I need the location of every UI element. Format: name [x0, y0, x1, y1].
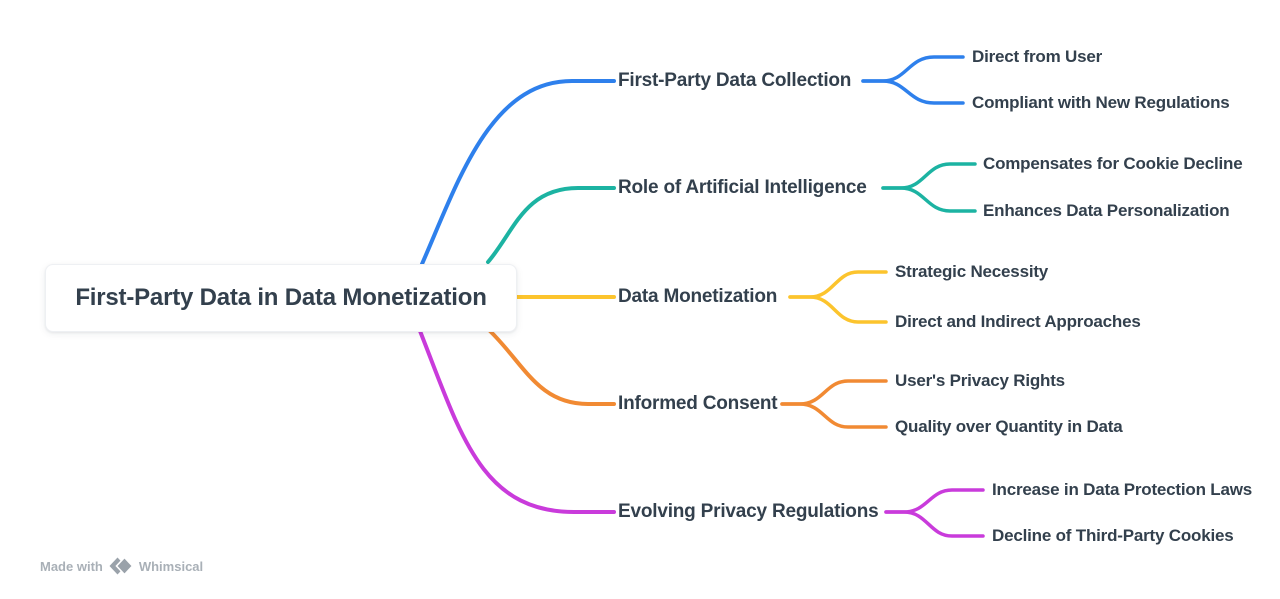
branch-node-informed-consent[interactable]: Informed Consent	[618, 393, 778, 414]
leaf-node-compliant-with-new-regulations[interactable]: Compliant with New Regulations	[972, 93, 1230, 112]
whimsical-logo-icon	[109, 556, 133, 576]
edge-branch-4-child-1	[884, 510, 985, 538]
branch-node-evolving-privacy-regulations[interactable]: Evolving Privacy Regulations	[618, 501, 879, 522]
leaf-node-compensates-for-cookie-decline[interactable]: Compensates for Cookie Decline	[983, 154, 1243, 173]
edge-branch-3-child-1	[780, 402, 888, 429]
leaf-node-increase-in-data-protection-laws[interactable]: Increase in Data Protection Laws	[992, 480, 1253, 499]
leaf-node-users-privacy-rights[interactable]: User's Privacy Rights	[895, 371, 1065, 390]
edge-root-to-branch-1	[486, 186, 616, 264]
edge-branch-0-child-1	[861, 79, 965, 105]
leaf-node-direct-from-user[interactable]: Direct from User	[972, 47, 1103, 66]
leaf-node-decline-of-third-party-cookies[interactable]: Decline of Third-Party Cookies	[992, 526, 1234, 545]
leaf-node-quality-over-quantity-in-data[interactable]: Quality over Quantity in Data	[895, 417, 1123, 436]
edge-branch-2-child-1	[788, 295, 888, 324]
edge-root-to-branch-4	[418, 329, 616, 514]
leaf-node-strategic-necessity[interactable]: Strategic Necessity	[895, 262, 1049, 281]
edge-branch-3-child-0	[780, 379, 888, 406]
edge-root-to-branch-3	[488, 329, 616, 406]
edge-branch-1-child-1	[881, 186, 977, 213]
edge-branch-4-child-0	[884, 488, 985, 514]
made-with-label: Made with	[40, 558, 103, 574]
whimsical-wordmark: Whimsical	[138, 558, 204, 574]
edge-branch-1-child-0	[881, 162, 977, 190]
whimsical-watermark-link[interactable]: Made with Whimsical	[40, 556, 203, 576]
branch-node-role-of-artificial-intelligence[interactable]: Role of Artificial Intelligence	[618, 177, 867, 198]
edge-branch-2-child-0	[788, 270, 888, 299]
branch-node-first-party-data-collection[interactable]: First-Party Data Collection	[618, 70, 852, 91]
edge-branch-0-child-0	[861, 55, 965, 83]
leaf-node-enhances-data-personalization[interactable]: Enhances Data Personalization	[983, 201, 1230, 220]
edge-root-to-branch-0	[420, 79, 616, 266]
branch-node-data-monetization[interactable]: Data Monetization	[618, 286, 778, 307]
root-node-label: First-Party Data in Data Monetization	[75, 284, 487, 311]
leaf-node-direct-and-indirect-approaches[interactable]: Direct and Indirect Approaches	[895, 312, 1141, 331]
root-node[interactable]: First-Party Data in Data Monetization	[45, 264, 517, 332]
